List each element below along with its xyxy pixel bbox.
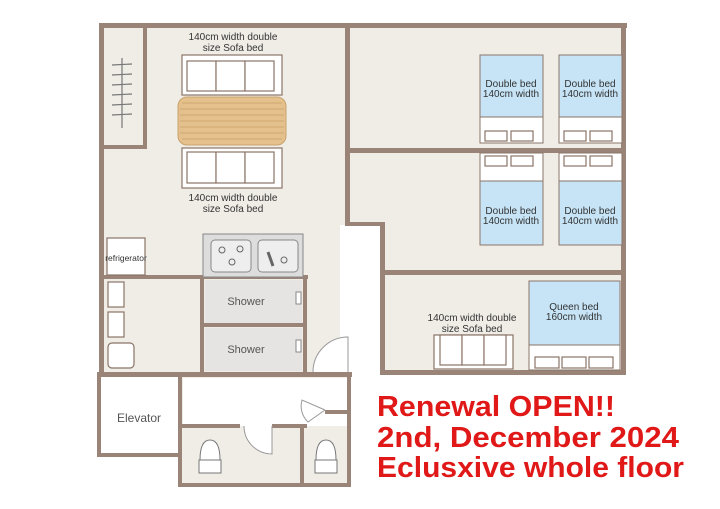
closet-hanger-icon bbox=[111, 58, 133, 128]
double-bed-4: Double bed 140cm width bbox=[558, 152, 623, 246]
announcement-line-1: Renewal OPEN!! bbox=[377, 391, 615, 423]
shower-room-1 bbox=[205, 280, 302, 323]
elevator-label: Elevator bbox=[117, 411, 161, 425]
stove-burner-icon bbox=[236, 245, 244, 253]
door bbox=[243, 425, 273, 455]
svg-text:140cm width: 140cm width bbox=[483, 89, 539, 100]
sofa-label: 140cm width double bbox=[189, 193, 278, 204]
stove-burner-icon bbox=[228, 258, 236, 266]
sink-drain-icon bbox=[280, 256, 288, 264]
sofa-label: 140cm width double bbox=[428, 313, 517, 324]
double-bed-2: Double bed 140cm width bbox=[558, 54, 623, 144]
svg-text:140cm width: 140cm width bbox=[562, 216, 618, 227]
sofa-bed-bottom bbox=[181, 147, 283, 189]
svg-text:160cm width: 160cm width bbox=[546, 312, 602, 323]
announcement-line-2: 2nd, December 2024 bbox=[377, 422, 679, 454]
queen-bed: Queen bed 160cm width bbox=[528, 280, 621, 371]
double-bed-3: Double bed 140cm width bbox=[479, 152, 544, 246]
sofa-label: size Sofa bed bbox=[442, 324, 503, 335]
svg-text:140cm width: 140cm width bbox=[483, 216, 539, 227]
svg-text:Double bed: Double bed bbox=[485, 79, 536, 90]
svg-text:Double bed: Double bed bbox=[564, 206, 615, 217]
double-bed-1: Double bed 140cm width bbox=[479, 54, 544, 144]
toilet-icon bbox=[198, 439, 222, 474]
svg-text:Queen bed: Queen bed bbox=[549, 302, 599, 313]
svg-text:Double bed: Double bed bbox=[485, 206, 536, 217]
sofa-label: size Sofa bed bbox=[203, 43, 264, 54]
hallway bbox=[183, 378, 348, 426]
shower-label: Shower bbox=[227, 344, 265, 356]
stove-burner-icon bbox=[218, 246, 226, 254]
door bbox=[312, 336, 349, 373]
refrigerator-label: refrigerator bbox=[105, 253, 147, 263]
sofa-bed-top bbox=[181, 54, 283, 96]
walls bbox=[97, 23, 627, 487]
shower-label: Shower bbox=[227, 296, 265, 308]
shower-room-2 bbox=[205, 328, 302, 371]
sofa-bed-lower-room bbox=[433, 334, 514, 370]
kitchen-counter bbox=[202, 233, 304, 278]
shower-head-icon bbox=[295, 339, 302, 353]
elevator bbox=[100, 375, 180, 455]
sofa-label: 140cm width double bbox=[189, 32, 278, 43]
door bbox=[300, 399, 326, 423]
toilet-icon bbox=[314, 439, 338, 474]
sofa-label: size Sofa bed bbox=[203, 204, 264, 215]
faucet-icon bbox=[266, 251, 275, 267]
announcement-line-3: Eclusxive whole floor bbox=[377, 452, 684, 484]
dining-table bbox=[177, 96, 287, 146]
refrigerator bbox=[106, 237, 146, 276]
washbasins bbox=[107, 281, 135, 369]
svg-text:140cm width: 140cm width bbox=[562, 89, 618, 100]
shower-head-icon bbox=[295, 291, 302, 305]
svg-text:Double bed: Double bed bbox=[564, 79, 615, 90]
